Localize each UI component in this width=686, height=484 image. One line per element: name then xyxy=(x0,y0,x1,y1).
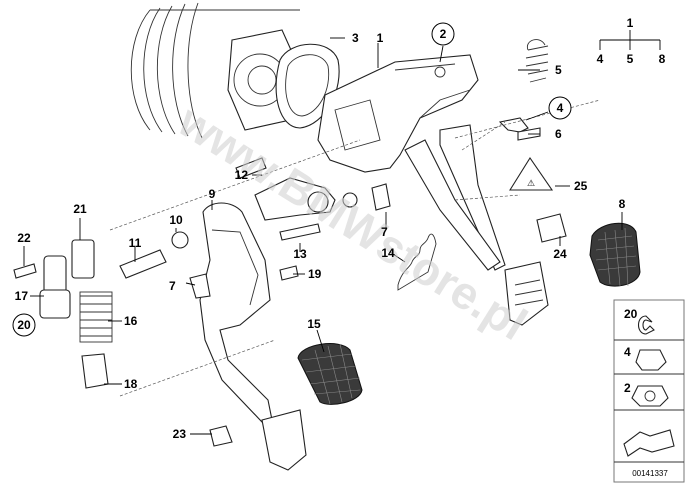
callout-9: 9 xyxy=(209,187,216,201)
callout-12: 12 xyxy=(235,168,249,182)
callout-7b: 7 xyxy=(381,225,388,239)
callout-10: 10 xyxy=(169,213,183,227)
pedal-pad-8 xyxy=(589,222,641,287)
callout-19: 19 xyxy=(308,267,322,281)
pin-19 xyxy=(279,265,299,281)
callout-18: 18 xyxy=(124,377,138,391)
tree-child-4: 4 xyxy=(597,52,604,66)
bolt-22 xyxy=(13,263,37,279)
switch-24 xyxy=(536,213,567,243)
warning-label-25: ⚠ xyxy=(509,156,554,191)
callout-14: 14 xyxy=(381,246,395,260)
tree-child-5: 5 xyxy=(627,52,634,66)
pad-23 xyxy=(209,425,233,447)
warning-label-text: ⚠ xyxy=(527,178,535,188)
clutch-pedal-9 xyxy=(199,202,307,471)
tree-root: 1 xyxy=(627,16,634,30)
callout-16: 16 xyxy=(124,314,138,328)
return-spring-14 xyxy=(397,233,437,291)
callout-4-circle xyxy=(548,96,572,120)
callout-4: 4 xyxy=(557,101,564,115)
callout-15: 15 xyxy=(307,317,321,331)
callout-20-circle xyxy=(12,313,36,337)
callout-3: 3 xyxy=(352,31,359,45)
damper-17 xyxy=(39,255,71,319)
brake-pedal-arm xyxy=(404,124,506,271)
brake-pedal-pad xyxy=(504,261,549,326)
pedal-bracket-1 xyxy=(317,54,479,173)
leader-lines xyxy=(23,30,661,435)
spring-5 xyxy=(525,39,549,83)
callout-11: 11 xyxy=(129,236,142,250)
sleeve-18 xyxy=(81,353,109,389)
callout-1: 1 xyxy=(377,31,384,45)
kit-item-4: 4 xyxy=(624,345,631,359)
spring-16 xyxy=(79,291,113,343)
clip-7b xyxy=(371,183,391,211)
callout-2: 2 xyxy=(440,27,447,41)
document-id: 00141337 xyxy=(632,469,668,478)
kit-item-20: 20 xyxy=(624,307,638,321)
dashed-guides xyxy=(109,99,601,397)
callout-13: 13 xyxy=(293,247,307,261)
callout-25: 25 xyxy=(574,179,588,193)
callout-21: 21 xyxy=(73,202,87,216)
kit-panel xyxy=(613,299,685,483)
callouts: 1 2 3 4 5 6 7 7 8 9 10 11 12 13 14 15 16… xyxy=(12,16,666,441)
pin-12 xyxy=(235,157,267,179)
callout-17: 17 xyxy=(15,289,29,303)
callout-8: 8 xyxy=(619,197,626,211)
callout-7a: 7 xyxy=(169,279,176,293)
callout-6: 6 xyxy=(555,127,562,141)
pedal-pad-15 xyxy=(297,343,363,405)
callout-22: 22 xyxy=(17,231,31,245)
callout-24: 24 xyxy=(553,247,567,261)
clutch-master-cylinder xyxy=(254,177,358,241)
kit-item-2: 2 xyxy=(624,381,631,395)
callout-23: 23 xyxy=(173,427,187,441)
tree-child-8: 8 xyxy=(659,52,666,66)
bolt-21 xyxy=(71,239,95,279)
callout-2-circle xyxy=(431,22,455,46)
clip-7a xyxy=(189,273,211,299)
callout-5: 5 xyxy=(555,63,562,77)
callout-20: 20 xyxy=(17,318,31,332)
pin-11 xyxy=(119,249,167,279)
bush-10 xyxy=(171,231,189,249)
